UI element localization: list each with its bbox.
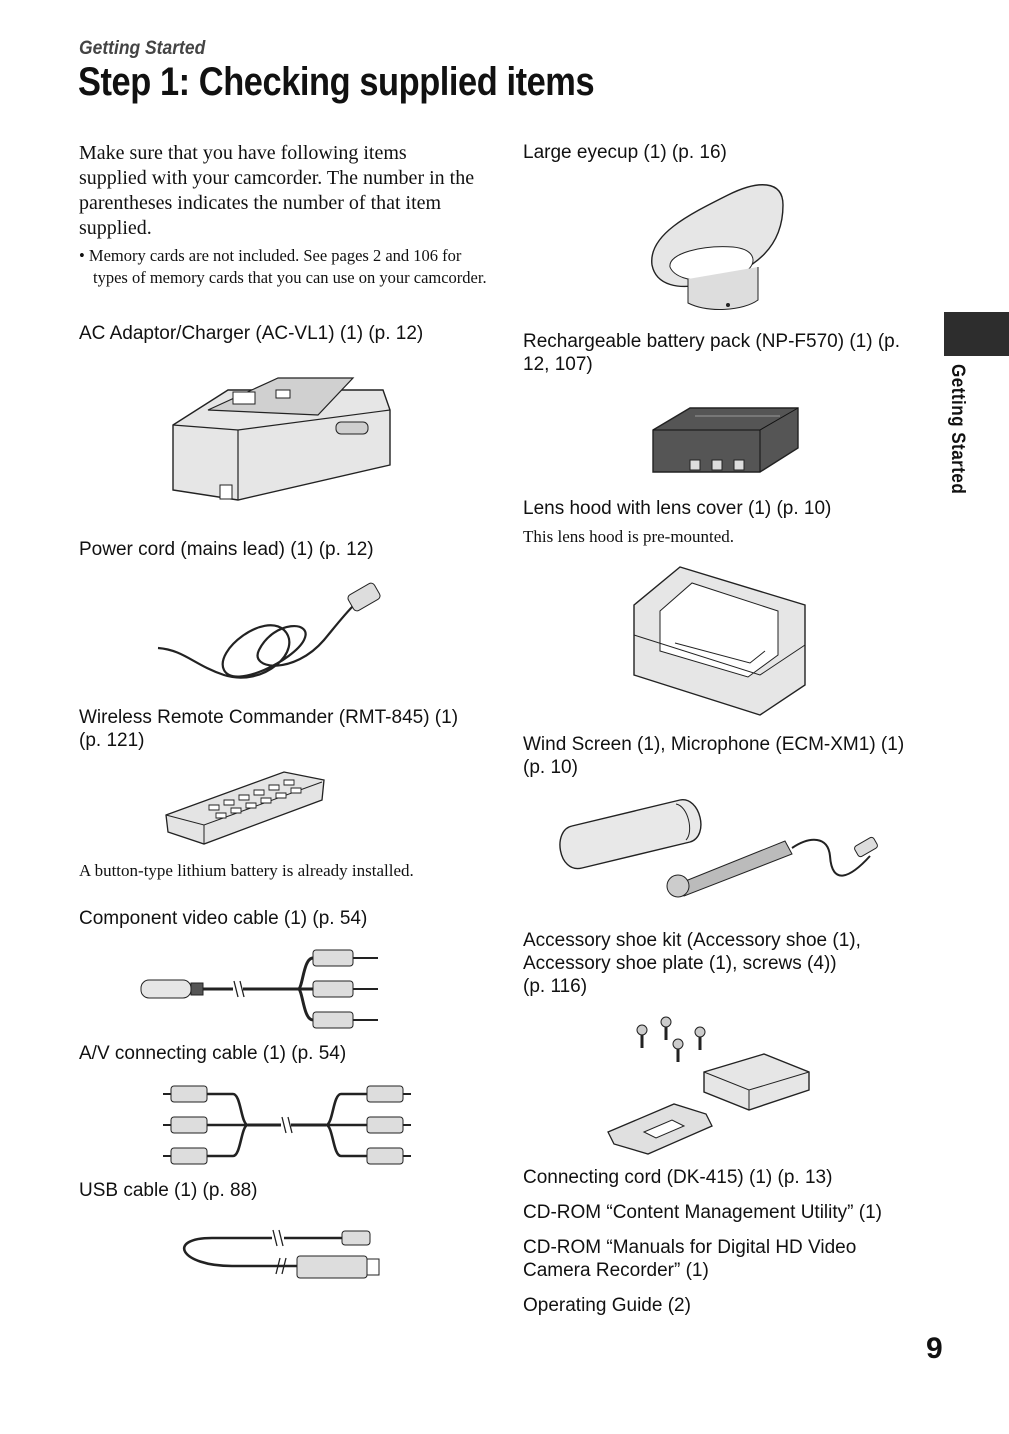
item-microphone: Wind Screen (1), Microphone (ECM-XM1) (1… (523, 734, 905, 778)
item-accessory-shoe-line2: Accessory shoe plate (1), screws (4)) (523, 953, 837, 974)
item-operating-guide: Operating Guide (2) (523, 1295, 691, 1316)
battery-illustration (650, 402, 805, 482)
item-cdrom-content: CD-ROM “Content Management Utility” (1) (523, 1202, 882, 1223)
item-eyecup: Large eyecup (1) (p. 16) (523, 142, 727, 163)
item-lens-hood: Lens hood with lens cover (1) (p. 10) (523, 498, 832, 519)
remote-battery-note: A button-type lithium battery is already… (79, 861, 414, 880)
ac-adaptor-illustration (168, 370, 394, 526)
intro-paragraph: Make sure that you have following items … (79, 142, 475, 239)
section-label: Getting Started (79, 38, 206, 59)
item-connecting-cord: Connecting cord (DK-415) (1) (p. 13) (523, 1167, 833, 1188)
side-tab-marker (944, 312, 1009, 356)
side-tab-label: Getting Started (947, 364, 968, 495)
item-usb-cable: USB cable (1) (p. 88) (79, 1180, 258, 1201)
lens-hood-note: This lens hood is pre-mounted. (523, 527, 735, 546)
usb-cable-illustration (172, 1220, 382, 1282)
microphone-illustration (560, 796, 880, 900)
item-cdrom-manuals: CD-ROM “Manuals for Digital HD Video Cam… (523, 1237, 857, 1281)
av-cable-illustration (163, 1080, 411, 1170)
page-number: 9 (926, 1332, 943, 1365)
item-av-cable: A/V connecting cable (1) (p. 54) (79, 1043, 347, 1064)
item-battery: Rechargeable battery pack (NP-F570) (1) … (523, 331, 900, 375)
page-title: Step 1: Checking supplied items (78, 60, 595, 104)
component-cable-illustration (138, 946, 378, 1030)
item-component-cable: Component video cable (1) (p. 54) (79, 908, 368, 929)
remote-illustration (164, 770, 326, 846)
eyecup-illustration (648, 175, 788, 315)
item-accessory-shoe-line3: (p. 116) (523, 976, 588, 997)
power-cord-illustration (154, 580, 394, 695)
item-accessory-shoe-line1: Accessory shoe kit (Accessory shoe (1), (523, 930, 861, 951)
accessory-shoe-illustration (604, 1014, 814, 1156)
item-ac-adaptor: AC Adaptor/Charger (AC-VL1) (1) (p. 12) (79, 323, 424, 344)
lens-hood-illustration (630, 565, 808, 717)
item-remote: Wireless Remote Commander (RMT-845) (1) … (79, 707, 459, 751)
item-power-cord: Power cord (mains lead) (1) (p. 12) (79, 539, 374, 560)
memory-card-note: • Memory cards are not included. See pag… (79, 246, 487, 287)
